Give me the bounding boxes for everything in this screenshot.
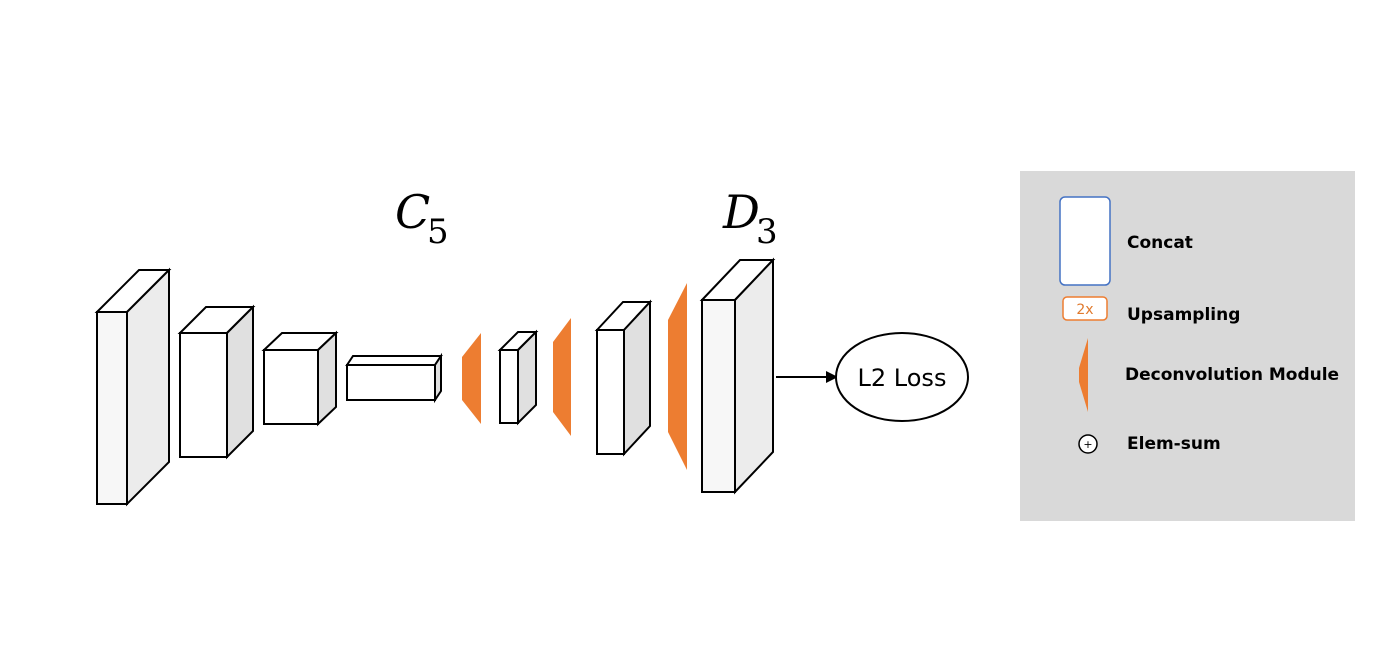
elem-sum-symbol: + [1083,438,1092,451]
deconv-label: Deconvolution Module [1125,365,1339,385]
upsampling-badge [1062,296,1108,321]
deconv-swatch [1079,338,1088,412]
l2-loss-node: L2 Loss [835,332,969,422]
d3-label: D 3 [722,185,778,252]
d3-subscript: 3 [756,212,778,252]
elem-sum-label: Elem-sum [1127,434,1221,454]
d3-letter: D [722,185,760,239]
legend: Concat 2x Upsampling Deconvolution Modul… [1020,171,1355,521]
concat-label: Concat [1127,233,1193,253]
encoder-block-3 [261,330,339,427]
c5-letter: C [395,185,430,239]
decoder-block-2 [594,299,653,457]
elem-sum-icon: + [1078,434,1098,454]
encoder-block-1 [94,267,172,507]
encoder-block-4 [345,352,443,404]
deconv-module-2 [553,318,571,436]
upsampling-label: Upsampling [1127,305,1240,325]
concat-swatch [1059,196,1111,286]
l2-loss-label: L2 Loss [858,364,947,392]
encoder-block-2 [177,304,256,460]
decoder-block-3 [699,257,776,495]
deconv-module-1 [462,333,481,424]
c5-subscript: 5 [427,212,449,252]
deconv-module-3 [668,283,687,470]
upsampling-badge-text: 2x [1076,302,1093,318]
c5-label: C 5 [395,185,449,252]
decoder-block-1 [497,329,539,426]
